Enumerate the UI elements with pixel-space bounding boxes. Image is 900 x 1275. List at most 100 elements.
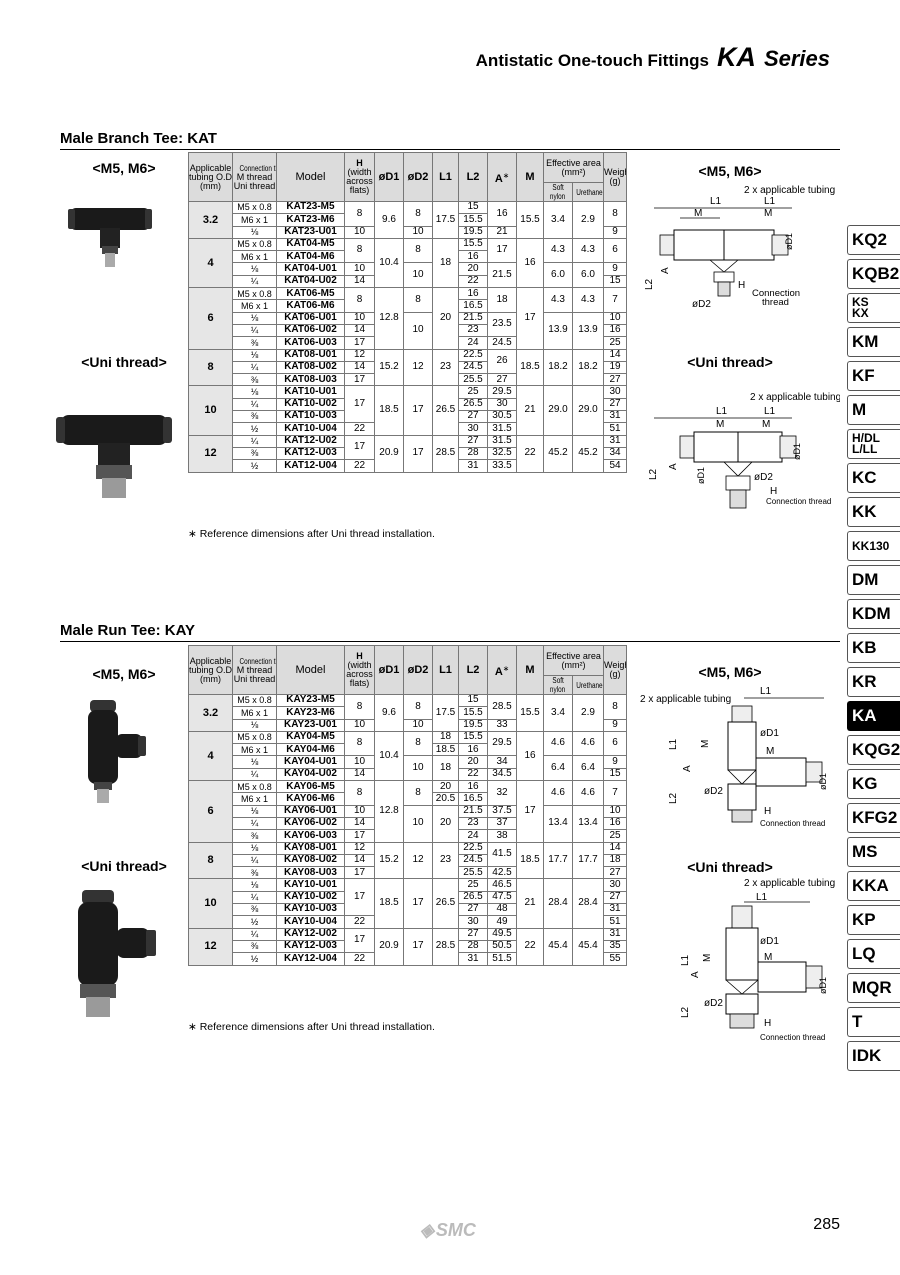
svg-text:M: M: [764, 952, 772, 963]
table-cell: KAY10-U01: [276, 878, 345, 892]
table-cell: 51: [603, 915, 627, 929]
table-cell: 18.2: [543, 348, 573, 387]
table-cell: ⅛: [232, 755, 277, 769]
table-cell: ¼: [232, 927, 277, 941]
tab-kq2[interactable]: KQ2: [847, 225, 900, 255]
tab-km[interactable]: KM: [847, 327, 900, 357]
table-cell: 16: [458, 780, 488, 794]
tab-kqb2[interactable]: KQB2: [847, 259, 900, 289]
table-cell: 21.5: [458, 311, 488, 325]
table-cell: 47.5: [487, 890, 517, 905]
tab-mqr[interactable]: MQR: [847, 973, 900, 1003]
tab-kk130[interactable]: KK130: [847, 531, 900, 561]
table-cell: KAY04-M6: [276, 743, 345, 757]
tab-idk[interactable]: IDK: [847, 1041, 900, 1071]
tab-kqg2[interactable]: KQG2: [847, 735, 900, 765]
tab-kp[interactable]: KP: [847, 905, 900, 935]
tab-kf[interactable]: KF: [847, 361, 900, 391]
table-cell: 9.6: [374, 201, 404, 239]
tab-kc[interactable]: KC: [847, 463, 900, 493]
table-cell: KAY06-U03: [276, 829, 345, 843]
tab-kr[interactable]: KR: [847, 667, 900, 697]
table-cell: M6 x 1: [232, 706, 277, 720]
table-cell: 10: [603, 311, 627, 325]
table-cell: 9.6: [374, 694, 404, 732]
table-cell: M6 x 1: [232, 792, 277, 806]
tab-kka[interactable]: KKA: [847, 871, 900, 901]
table-cell: 34.5: [487, 767, 517, 782]
table-cell: 20.5: [432, 792, 459, 806]
table-cell: 14: [344, 360, 375, 375]
tab-t[interactable]: T: [847, 1007, 900, 1037]
table-cell: 49.5: [487, 927, 517, 941]
table-cell: 8: [603, 201, 627, 227]
table-cell: 6.0: [572, 262, 604, 289]
table-cell: 8: [344, 694, 375, 720]
table-cell: 8: [344, 201, 375, 227]
page-header: Antistatic One-touch Fittings KA Series: [476, 42, 830, 73]
table-cell: M6 x 1: [232, 213, 277, 227]
table-cell: 8: [403, 730, 433, 757]
table-cell: 25: [458, 385, 488, 399]
table-cell: KAY12-U03: [276, 939, 345, 954]
table-cell: 22: [458, 767, 488, 782]
kay-diagram-label-m: <M5, M6>: [698, 664, 762, 680]
header-series-word: Series: [763, 46, 830, 71]
table-cell: KAY08-U01: [276, 841, 345, 855]
table-cell: 16: [516, 237, 544, 289]
table-cell: 22.5: [458, 348, 488, 362]
table-cell: 6.4: [572, 755, 604, 782]
table-cell: 16.5: [458, 792, 488, 806]
tab-kfg2[interactable]: KFG2: [847, 803, 900, 833]
tab-dm[interactable]: DM: [847, 565, 900, 595]
tab-m[interactable]: M: [847, 395, 900, 425]
tab-kb[interactable]: KB: [847, 633, 900, 663]
kat-label-m: <M5, M6>: [92, 160, 156, 176]
table-cell: M5 x 0.8: [232, 780, 277, 794]
tab-ka[interactable]: KA: [847, 701, 900, 731]
table-cell: 10: [344, 804, 375, 818]
table-cell: 15.2: [374, 348, 404, 387]
table-cell: 15: [458, 693, 488, 708]
table-cell: 27: [603, 397, 627, 412]
table-cell: KAT23-U01: [276, 225, 345, 239]
table-cell: 51: [603, 422, 627, 436]
tab-ms[interactable]: MS: [847, 837, 900, 867]
table-cell: 8: [403, 237, 433, 264]
header-series: KA: [716, 42, 756, 72]
table-cell: 8: [188, 841, 233, 880]
table-cell: ⅜: [232, 903, 277, 917]
tab-lq[interactable]: LQ: [847, 939, 900, 969]
table-cell: KAT23-M6: [276, 213, 345, 227]
table-cell: 3.4: [543, 201, 573, 239]
table-cell: 15.5: [458, 237, 488, 252]
table-cell: ½: [232, 459, 277, 473]
table-cell: ⅛: [232, 841, 277, 855]
svg-text:L1: L1: [756, 892, 768, 903]
table-cell: 18.5: [374, 878, 404, 929]
table-cell: 10: [403, 262, 433, 289]
svg-text:L2: L2: [668, 792, 679, 804]
tab-kg[interactable]: KG: [847, 769, 900, 799]
kat-uni-diagram: 2 x applicable tubing L1 L1 M M øD1 L2 A…: [648, 392, 840, 509]
svg-text:L1: L1: [764, 406, 776, 417]
table-cell: 16: [458, 743, 488, 757]
tab-kdm[interactable]: KDM: [847, 599, 900, 629]
svg-text:øD1: øD1: [818, 773, 828, 790]
table-cell: 18: [432, 237, 459, 289]
tab-kk[interactable]: KK: [847, 497, 900, 527]
table-cell: 16: [487, 201, 517, 227]
table-cell: 35: [603, 939, 627, 954]
table-cell: 10: [403, 225, 433, 239]
table-cell: 31: [603, 434, 627, 448]
table-cell: 10.4: [374, 730, 404, 782]
